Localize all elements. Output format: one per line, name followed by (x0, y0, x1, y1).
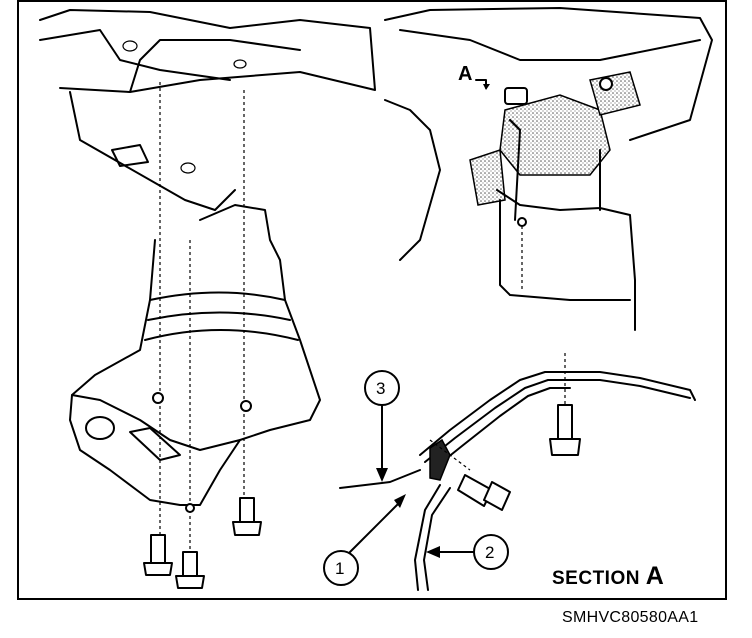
callout-1: 1 (323, 550, 359, 586)
svg-text:1: 1 (335, 559, 344, 578)
bolt-left (143, 534, 173, 576)
figure-code: SMHVC80580AA1 (562, 609, 699, 626)
callout-3: 3 (364, 370, 400, 406)
svg-text:3: 3 (376, 379, 385, 398)
bolt-section-a (549, 404, 581, 456)
svg-text:2: 2 (485, 543, 494, 562)
splash-shield (69, 204, 321, 506)
view-a-marker: A (458, 63, 472, 85)
bolt-right (232, 497, 262, 536)
bolt-center (175, 551, 205, 589)
hose (339, 469, 451, 591)
bracket (111, 144, 149, 167)
frame-rail (39, 9, 376, 211)
body-outline (384, 7, 713, 261)
callout-2: 2 (473, 534, 509, 570)
bolt-angled (457, 474, 511, 511)
panel-layers (419, 371, 696, 471)
section-a-label: SECTION A (552, 562, 665, 590)
section-a-detail: 3 1 2 (323, 353, 696, 591)
cover-lower (496, 119, 636, 331)
left-view-undercover (39, 9, 376, 589)
right-view-installed: A (384, 7, 713, 331)
